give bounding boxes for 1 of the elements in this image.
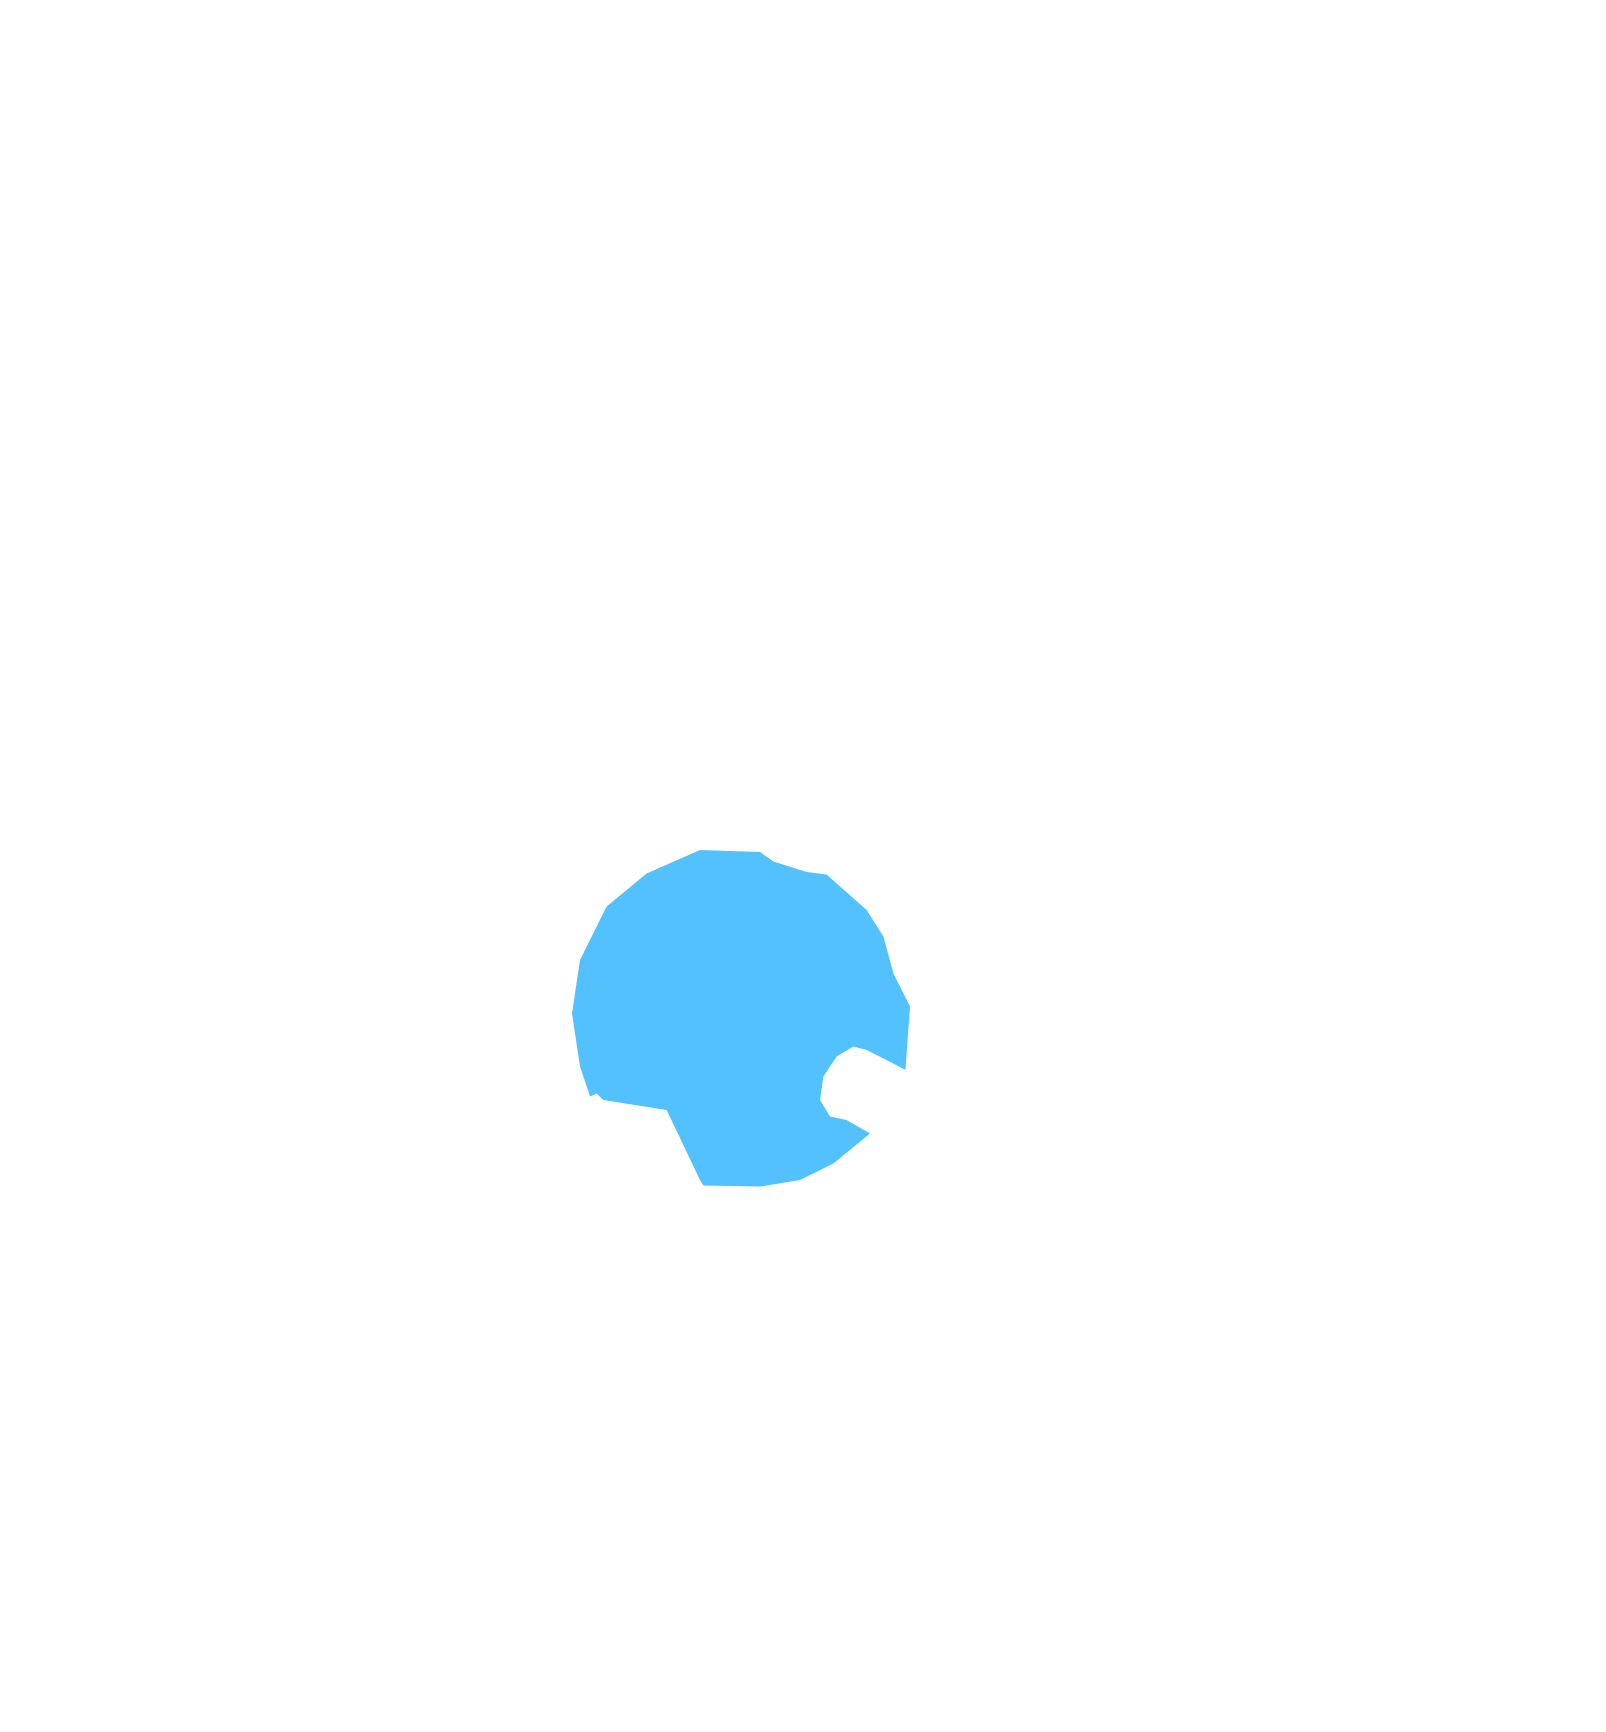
- globe-drawing: [572, 850, 910, 1187]
